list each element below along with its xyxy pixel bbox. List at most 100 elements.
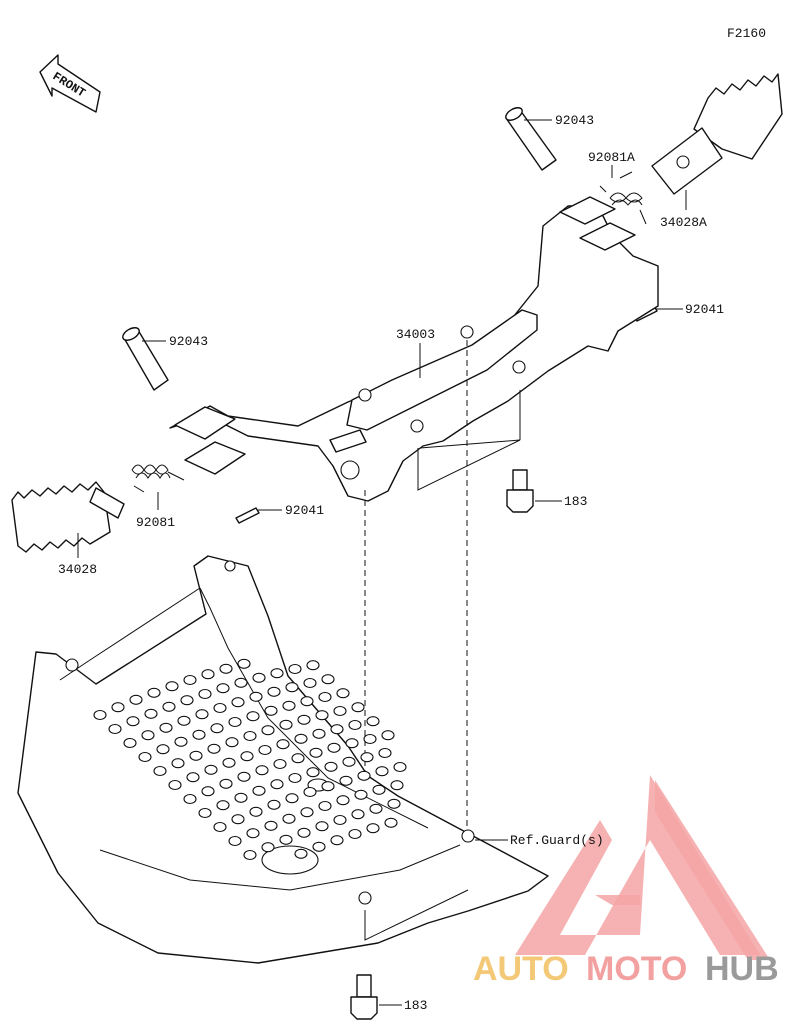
vent-hole: [294, 848, 308, 859]
vent-hole: [324, 761, 338, 772]
vent-hole: [234, 792, 248, 803]
vent-hole: [282, 700, 296, 711]
vent-hole: [210, 723, 224, 734]
vent-hole: [201, 786, 215, 797]
vent-hole: [285, 682, 299, 693]
vent-hole: [261, 842, 275, 853]
vent-hole: [228, 835, 242, 847]
vent-hole: [240, 751, 254, 762]
bolt-upper-icon: [506, 469, 534, 513]
watermark-moto-text: MOTO: [586, 950, 687, 988]
vent-hole: [174, 736, 188, 747]
vent-hole: [390, 780, 404, 791]
vent-hole: [279, 719, 293, 730]
cotter-left-icon: [235, 507, 260, 524]
vent-hole: [336, 688, 350, 699]
vent-hole: [288, 772, 302, 784]
vent-hole: [291, 753, 305, 764]
vent-hole: [366, 716, 380, 727]
vent-hole: [147, 687, 161, 698]
vent-hole: [297, 827, 311, 838]
label-spring-left: 92081: [136, 515, 175, 530]
vent-hole: [216, 683, 230, 694]
vent-hole: [165, 681, 179, 692]
vent-hole: [144, 708, 158, 719]
vent-hole: [369, 803, 383, 814]
watermark-logo-icon: [515, 775, 770, 960]
label-pin-left: 92043: [169, 334, 208, 349]
vent-hole: [234, 677, 248, 688]
vent-hole: [321, 781, 335, 792]
vent-hole: [303, 677, 317, 689]
label-footpeg-right: 34028A: [660, 215, 707, 230]
vent-hole: [189, 750, 203, 761]
vent-hole: [231, 814, 245, 825]
vent-hole: [222, 757, 236, 768]
vent-hole: [183, 674, 197, 686]
vent-hole: [318, 691, 332, 703]
vent-hole: [159, 722, 173, 733]
vent-hole: [300, 696, 314, 707]
vent-hole: [204, 764, 218, 775]
vent-hole: [180, 695, 194, 706]
vent-hole: [357, 770, 371, 781]
spring-right-icon: [599, 171, 647, 225]
vent-hole: [249, 806, 263, 817]
vent-hole: [216, 800, 230, 811]
vent-hole: [315, 821, 329, 832]
vent-hole: [363, 733, 377, 745]
vent-hole: [183, 793, 197, 805]
label-pin-right: 92043: [555, 113, 594, 128]
vent-hole: [252, 785, 266, 796]
label-spring-right: 92081A: [588, 150, 635, 165]
vent-hole: [378, 747, 392, 759]
vent-hole: [270, 668, 284, 679]
vent-hole: [213, 821, 227, 833]
vent-hole: [261, 725, 275, 736]
label-bolt-upper: 183: [564, 494, 587, 509]
vent-hole: [315, 710, 329, 721]
vent-hole: [351, 809, 365, 820]
vent-hole: [267, 799, 281, 810]
vent-hole: [246, 711, 260, 722]
vent-hole: [309, 747, 323, 758]
vent-hole: [375, 766, 389, 777]
vent-hole: [393, 761, 407, 773]
footpeg-left-icon: [11, 481, 125, 553]
vent-hole: [255, 765, 269, 776]
diagram-code: F2160: [727, 26, 766, 41]
vent-hole: [282, 813, 296, 824]
vent-hole: [243, 730, 257, 742]
vent-hole: [177, 715, 191, 726]
vent-hole: [171, 758, 185, 769]
vent-hole: [264, 705, 278, 716]
vent-hole: [225, 737, 239, 748]
vent-hole: [195, 709, 209, 720]
vent-hole: [306, 660, 320, 671]
label-footpeg-left: 34028: [58, 562, 97, 577]
vent-hole: [381, 730, 395, 741]
vent-hole: [93, 709, 107, 721]
pin-right-icon: [505, 107, 557, 171]
vent-hole: [270, 779, 284, 790]
vent-hole: [198, 807, 212, 819]
vent-hole: [186, 772, 200, 783]
vent-hole: [297, 714, 311, 725]
bolt-lower-icon: [350, 974, 378, 1020]
vent-hole: [264, 820, 278, 831]
vent-hole: [252, 672, 266, 683]
watermark-auto-text: AUTO: [473, 950, 569, 988]
vent-hole: [237, 771, 251, 782]
label-cotter-left: 92041: [285, 503, 324, 518]
vent-hole: [387, 798, 401, 809]
vent-hole: [330, 724, 344, 735]
vent-hole: [354, 789, 368, 800]
vent-hole: [156, 744, 170, 755]
vent-hole: [162, 701, 176, 712]
vent-hole: [345, 738, 359, 749]
vent-hole: [138, 751, 152, 763]
vent-hole: [201, 669, 215, 680]
vent-hole: [279, 834, 293, 845]
vent-hole: [303, 786, 317, 798]
